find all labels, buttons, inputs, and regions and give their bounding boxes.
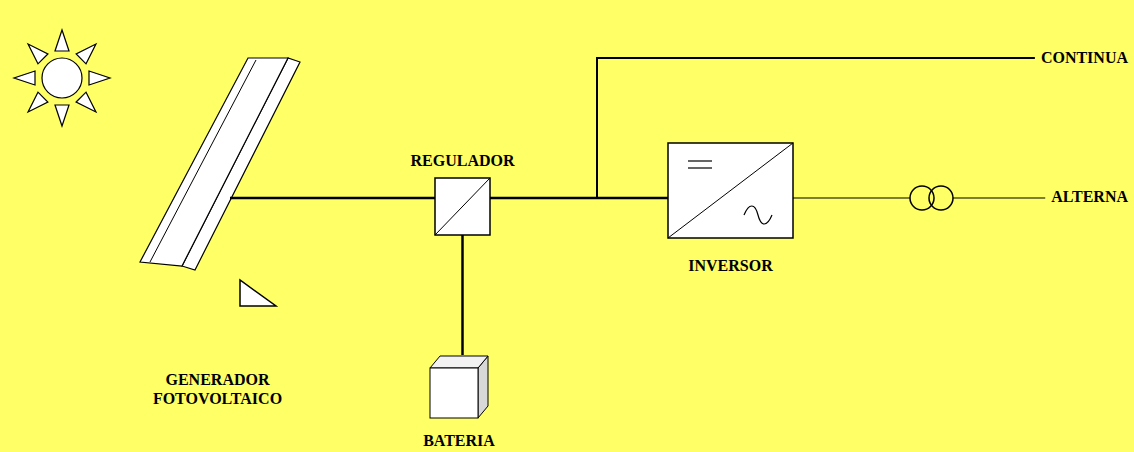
sun-ray <box>55 30 69 51</box>
output-label: ALTERNA <box>1051 187 1128 207</box>
inverter-box: INVERSOR <box>668 143 793 238</box>
node-label: GENERADOR FOTOVOLTAICO <box>138 370 298 408</box>
ac-line <box>793 197 910 198</box>
ac-symbol <box>744 206 772 224</box>
sun-ray <box>76 92 96 112</box>
transformer-coil <box>910 186 934 210</box>
node-label: BATERIA <box>423 431 495 450</box>
node-shape <box>130 50 305 310</box>
node-label-box: REGULADOR <box>410 151 514 170</box>
node-label-box: GENERADOR FOTOVOLTAICO <box>138 370 298 408</box>
sun-ray <box>89 71 110 85</box>
sun-ray <box>28 92 48 112</box>
battery-symbol: BATERIA <box>430 355 488 419</box>
node-label: REGULADOR <box>410 151 514 170</box>
sun-ray <box>55 105 69 126</box>
wire <box>461 235 464 355</box>
transformer-coil <box>929 186 953 210</box>
sun-ray <box>14 71 35 85</box>
node-label-box: BATERIA <box>423 431 495 450</box>
panel-frame-line <box>150 60 256 262</box>
node-label: INVERSOR <box>688 256 772 275</box>
node-shape <box>668 143 793 238</box>
output-label: CONTINUA <box>1041 48 1128 68</box>
wire <box>305 197 435 200</box>
regulator-diagonal <box>435 178 490 235</box>
pv-generator: GENERADOR FOTOVOLTAICO <box>130 50 305 310</box>
regulator-box: REGULADOR <box>435 178 490 235</box>
wire <box>490 197 668 200</box>
node-label-box: INVERSOR <box>688 256 772 275</box>
panel-lead <box>230 197 305 200</box>
sun-ray <box>28 44 48 64</box>
dc-symbol <box>688 167 712 168</box>
sun-disc <box>42 58 82 98</box>
dc-symbol <box>688 160 712 161</box>
inverter-diagonal <box>668 143 793 238</box>
panel-face <box>140 58 288 266</box>
sun-ray <box>76 44 96 64</box>
battery-front <box>430 368 478 418</box>
panel-stand <box>240 280 276 306</box>
node-shape <box>435 178 490 235</box>
battery-top <box>430 356 488 368</box>
regulator-outline <box>435 178 490 235</box>
ac-output-line <box>953 197 1045 198</box>
node-shape <box>430 355 488 419</box>
inverter-outline <box>668 143 793 238</box>
dc-output-line <box>597 58 1035 198</box>
